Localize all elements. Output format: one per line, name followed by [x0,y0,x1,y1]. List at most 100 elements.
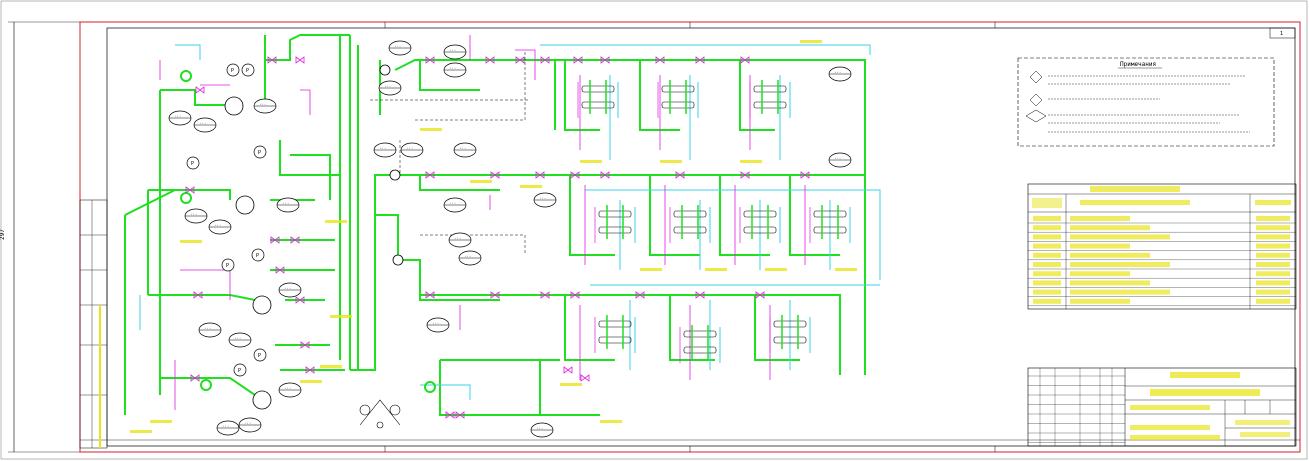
instrument-bubble: ... [443,197,467,213]
svg-text:...: ... [234,335,241,340]
pump-3 [379,64,391,76]
svg-text:P: P [258,353,261,359]
svg-text:P: P [258,150,261,156]
svg-text:...: ... [539,195,546,200]
spec-table-rows [1028,216,1296,306]
pressure-gauge: P [186,156,200,170]
main-process-lines [124,34,866,416]
instrument-bubble: ... [426,317,450,333]
aux-lines [139,44,881,400]
spec-table [1027,183,1297,310]
compressor-units [224,64,404,410]
heat-exchanger [749,80,791,118]
instrument-bubble: ... [216,420,240,436]
valve [755,291,765,299]
valve [600,171,610,179]
svg-text:...: ... [449,200,456,205]
valve [515,56,525,64]
heat-exchanger [679,325,721,363]
valve [740,56,750,64]
heat-exchanger [809,205,851,243]
pressure-gauge: P [226,63,240,77]
compressor-1 [224,96,244,116]
instrument-bubble: ... [276,197,300,213]
svg-text:...: ... [199,120,206,125]
instrument-bubble: ... [458,250,482,266]
valve [563,366,573,374]
svg-text:...: ... [834,155,841,160]
valve [540,291,550,299]
instrument-bubble: ... [373,142,397,158]
valve [275,266,285,274]
instrument-bubble: ... [530,422,554,438]
svg-text:...: ... [379,145,386,150]
valve [695,291,705,299]
svg-text:P: P [246,68,249,74]
svg-text:...: ... [282,200,289,205]
valve [675,171,685,179]
pump-1 [392,254,404,266]
valve [800,171,810,179]
heat-exchangers [577,80,851,363]
instrument-bubble: ... [448,232,472,248]
compressor-3 [252,295,272,315]
svg-text:...: ... [259,101,266,106]
valve [185,186,195,194]
valve [425,56,435,64]
valve [570,171,580,179]
svg-text:...: ... [834,69,841,74]
instrument-bubble: ... [228,332,252,348]
svg-text:...: ... [449,47,456,52]
svg-text:...: ... [449,65,456,70]
heat-exchanger [577,80,619,118]
heat-exchanger [594,205,636,243]
valve [535,171,545,179]
pressure-gauge: P [253,145,267,159]
pressure-gauge: P [221,258,235,272]
title-block [1027,367,1297,447]
pipe-labels [130,40,857,433]
pump-2 [389,169,401,181]
heat-exchanger [594,315,636,353]
instrument-bubble: ... [828,66,852,82]
valve [445,411,455,419]
svg-text:...: ... [244,420,251,425]
svg-text:...: ... [459,145,466,150]
valve [695,56,705,64]
valve [573,56,583,64]
svg-text:...: ... [536,425,543,430]
instrument-bubble: ... [533,192,557,208]
drive-mechanism [359,399,401,429]
instrument-bubble: ... [443,44,467,60]
svg-text:...: ... [284,385,291,390]
heat-exchanger [657,80,699,118]
instrument-bubble: ... [278,282,302,298]
instrument-bubble: ... [208,219,232,235]
valve [540,56,550,64]
svg-text:...: ... [190,211,197,216]
valve [193,291,203,299]
title-block-grid [1028,368,1125,446]
instrument-bubble: ... [198,322,222,338]
pressure-gauge: P [233,363,247,377]
valve [290,236,300,244]
svg-text:P: P [238,368,241,374]
svg-text:P: P [191,161,194,167]
valve [740,171,750,179]
instrument-tags: ........................................… [168,40,852,438]
valve [635,291,645,299]
valve [270,236,280,244]
instrument-bubble: ... [253,98,277,114]
valve [655,56,665,64]
svg-text:...: ... [214,222,221,227]
svg-text:...: ... [174,113,181,118]
valve [580,374,590,382]
svg-text:...: ... [384,83,391,88]
svg-text:...: ... [432,320,439,325]
instrument-bubble: ... [443,62,467,78]
instrument-bubble: ... [184,208,208,224]
instrument-bubble: ... [193,117,217,133]
pressure-gauge: P [251,248,265,262]
valve [600,56,610,64]
